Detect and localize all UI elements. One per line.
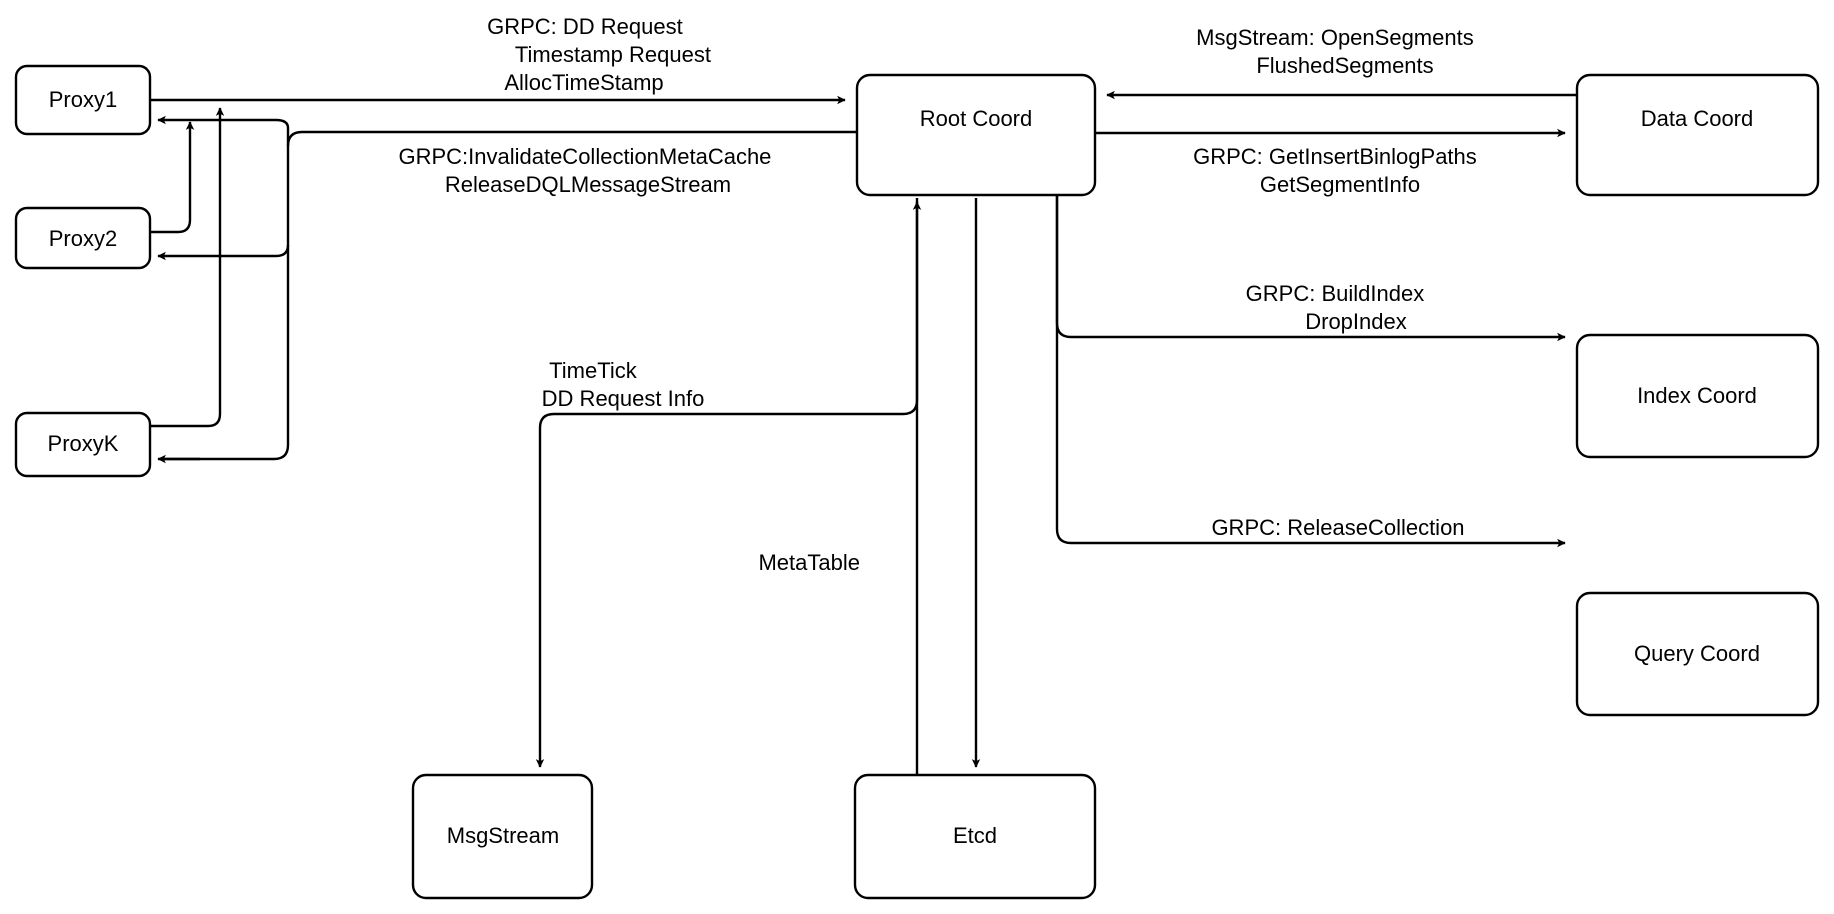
edge-proxyk-to-rootcoord [150,107,225,428]
edge-label-rootcoord-to-proxy: GRPC:InvalidateCollectionMetaCache Relea… [398,144,777,197]
edge-proxy2-to-rootcoord [150,121,195,234]
edge-labels-layer: GRPC: DD Request Timestamp Request Alloc… [398,14,1483,575]
node-proxy2-box[interactable] [14,206,152,270]
node-indexcoord-label: Index Coord [1637,383,1757,408]
edge-rootcoord-to-proxy1 [157,115,290,146]
node-proxyk-box[interactable] [14,411,152,478]
nodes-layer: Proxy1 Proxy2 ProxyK Root Coord Data Coo… [14,64,1820,900]
node-proxy1-label: Proxy1 [49,87,117,112]
edge-label-rootcoord-to-querycoord: GRPC: ReleaseCollection [1211,515,1464,540]
node-msgstream-label: MsgStream [447,823,559,848]
edge-label-datacoord-to-rootcoord: MsgStream: OpenSegments FlushedSegments [1196,25,1480,78]
node-rootcoord[interactable]: Root Coord [855,73,1097,197]
edge-rootcoord-to-msgstream [535,198,919,768]
node-proxyk[interactable]: ProxyK [14,411,152,478]
node-etcd[interactable]: Etcd [853,773,1097,900]
edge-rootcoord-to-proxy2 [157,244,290,261]
edge-label-rootcoord-to-msgstream: TimeTick DD Request Info [542,358,705,411]
node-etcd-label: Etcd [953,823,997,848]
node-indexcoord-box[interactable] [1575,333,1820,459]
edge-label-rootcoord-to-etcd: MetaTable [758,550,860,575]
edge-label-rootcoord-to-datacoord: GRPC: GetInsertBinlogPaths GetSegmentInf… [1193,144,1483,197]
node-datacoord-label: Data Coord [1641,106,1754,131]
node-indexcoord[interactable]: Index Coord [1575,333,1820,459]
node-querycoord-label: Query Coord [1634,641,1760,666]
node-datacoord[interactable]: Data Coord [1575,73,1820,197]
node-proxy1-box[interactable] [14,64,152,136]
node-datacoord-box[interactable] [1575,73,1820,197]
node-etcd-box[interactable] [853,773,1097,900]
node-proxy1[interactable]: Proxy1 [14,64,152,136]
edge-rootcoord-proxy-trunk [160,130,857,461]
node-rootcoord-label: Root Coord [920,106,1033,131]
node-proxyk-label: ProxyK [48,431,119,456]
node-msgstream-box[interactable] [411,773,594,900]
edge-label-rootcoord-to-indexcoord: GRPC: BuildIndex DropIndex [1246,281,1431,334]
node-querycoord[interactable]: Query Coord [1575,591,1820,717]
node-proxy2-label: Proxy2 [49,226,117,251]
node-rootcoord-box[interactable] [855,73,1097,197]
node-proxy2[interactable]: Proxy2 [14,206,152,270]
edges-layer [150,90,1577,820]
node-msgstream[interactable]: MsgStream [411,773,594,900]
edge-rootcoord-to-querycoord [1055,190,1566,548]
node-querycoord-box[interactable] [1575,591,1820,717]
edge-label-proxy-to-rootcoord: GRPC: DD Request Timestamp Request Alloc… [487,14,717,95]
